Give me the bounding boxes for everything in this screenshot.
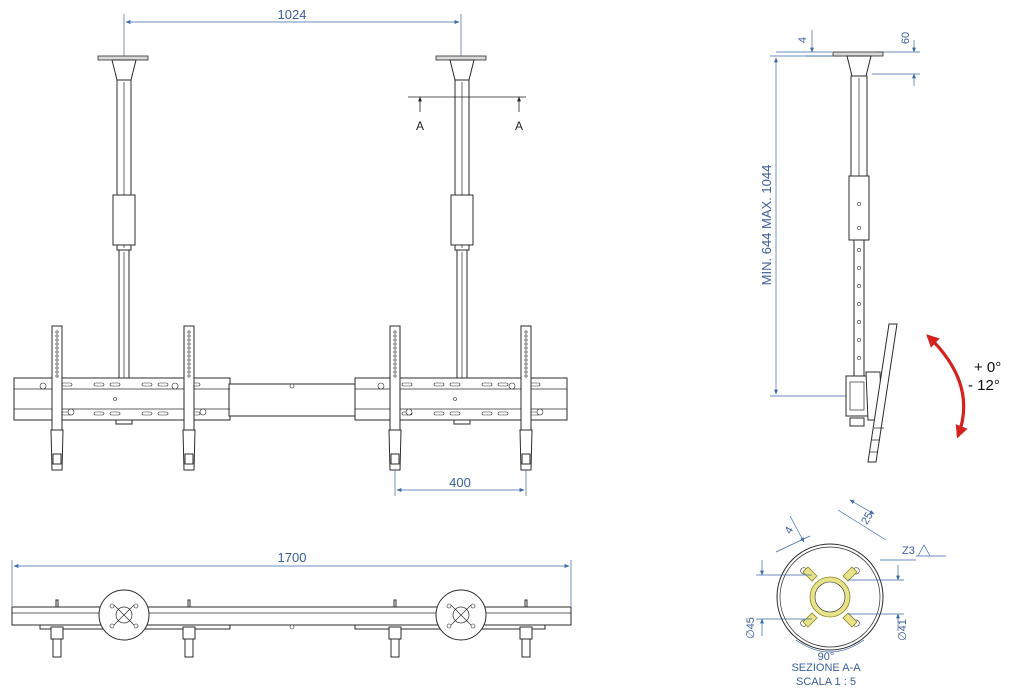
adjust-hole <box>857 284 861 288</box>
section-scale: SCALA 1 : 5 <box>796 676 856 688</box>
adjust-hole <box>857 248 861 252</box>
adjust-hole <box>857 338 861 342</box>
bottom-view: 1700 <box>11 550 572 658</box>
dimension-pole-spacing: 1024 <box>123 7 462 58</box>
dimension-label-1700: 1700 <box>278 550 307 565</box>
rail-slot <box>497 382 509 387</box>
vesa-bracket <box>39 325 75 471</box>
dimension-label-45: ∅45 <box>745 617 757 639</box>
rail-slot <box>449 382 461 387</box>
dimension-inner-diameter: ∅41 <box>848 565 909 641</box>
bracket-foot <box>519 599 533 658</box>
dimension-height-range: MIN. 644 MAX. 1044 <box>759 55 850 397</box>
vesa-bracket <box>508 325 544 471</box>
dimension-flange-thickness: 4 <box>776 30 832 57</box>
tilt-label-minus: - 12° <box>968 377 1000 394</box>
adjust-hole <box>857 226 861 230</box>
side-view: 4 60 MIN. 644 MAX. 1044 <box>759 30 1001 463</box>
bracket-feet <box>50 599 533 658</box>
dimension-angle: 90° <box>795 639 865 663</box>
rail-slot <box>449 411 461 416</box>
dimension-label-25: 25 <box>859 510 876 527</box>
rail-slot <box>481 411 493 416</box>
rail-slot <box>109 411 121 416</box>
rail-slot <box>481 382 493 387</box>
rail-slot <box>157 411 169 416</box>
adjust-hole <box>857 266 861 270</box>
dimension-label-60: 60 <box>900 32 912 44</box>
vesa-bracket <box>171 325 207 471</box>
adjust-hole <box>857 320 861 324</box>
rail-slot <box>433 411 445 416</box>
surface-finish-mark: Z3 <box>880 544 946 561</box>
dimension-label-1024: 1024 <box>278 7 307 22</box>
rail-slot <box>401 382 413 387</box>
dimension-total-width: 1700 <box>11 550 572 606</box>
right-pole <box>435 55 487 425</box>
rail-hole <box>453 397 457 401</box>
tilt-head <box>845 323 898 463</box>
dimension-label-4: 4 <box>797 37 809 43</box>
dimension-wall: 4 <box>775 515 811 553</box>
dimension-label-400: 400 <box>449 475 471 490</box>
dimension-label-41: ∅41 <box>897 619 909 641</box>
rail-slot <box>93 382 105 387</box>
dimension-label-90: 90° <box>818 651 835 663</box>
rail-slot <box>497 411 509 416</box>
vesa-brackets <box>39 325 544 471</box>
rail-slot <box>157 382 169 387</box>
adjust-hole <box>857 302 861 306</box>
section-view: 25 4 Z3 ∅45 <box>745 499 946 688</box>
adjust-hole <box>857 356 861 360</box>
section-cut-marker: A A <box>408 96 526 133</box>
dimension-label-height-range: MIN. 644 MAX. 1044 <box>759 165 774 286</box>
rail-slot <box>109 382 121 387</box>
height-adjust-holes <box>857 202 861 360</box>
pole-cross-section <box>802 566 858 628</box>
dimension-outer-diameter: ∅45 <box>745 560 812 639</box>
ceiling-plate-left <box>98 589 150 641</box>
rail-hole <box>113 397 117 401</box>
bracket-foot <box>388 599 402 658</box>
surface-mark-label: Z3 <box>902 545 915 557</box>
bracket-foot <box>50 599 64 658</box>
dimension-flange-height: 60 <box>872 32 920 86</box>
tilt-arrow: + 0° - 12° <box>926 334 1001 439</box>
section-title: SEZIONE A-A <box>791 662 861 674</box>
rail-slot <box>141 411 153 416</box>
rail-slot <box>61 382 73 387</box>
vesa-bracket <box>377 325 413 471</box>
bracket-foot <box>182 599 196 658</box>
dimension-vesa: 400 <box>394 470 527 496</box>
rail-slot <box>93 411 105 416</box>
rail-slot <box>433 382 445 387</box>
rail-slot <box>141 382 153 387</box>
tilt-label-plus: + 0° <box>974 359 1001 376</box>
section-label-right: A <box>515 119 523 133</box>
dimension-slot: 25 <box>837 499 887 541</box>
ceiling-plate-right <box>435 589 487 641</box>
left-pole <box>97 55 149 425</box>
front-view: 1024 A <box>13 7 568 496</box>
section-label-left: A <box>416 119 424 133</box>
adjust-hole <box>857 202 861 206</box>
dimension-label-wall: 4 <box>783 525 796 536</box>
